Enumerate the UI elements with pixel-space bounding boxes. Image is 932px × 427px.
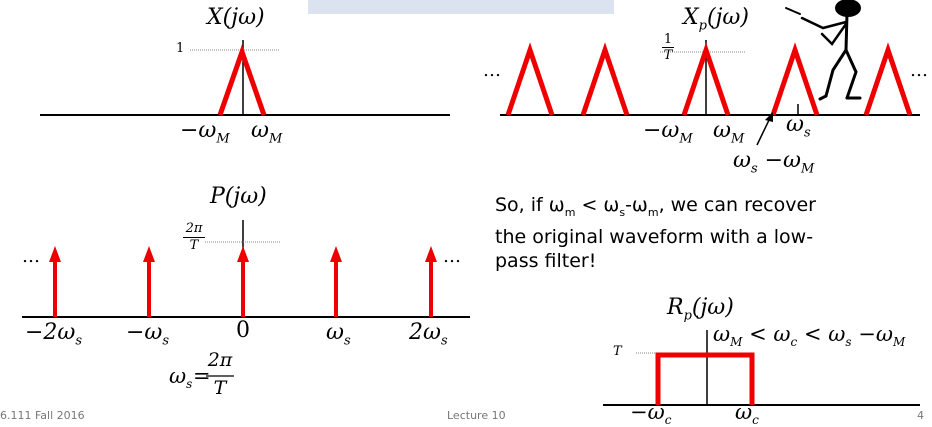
xp-triangle-1 <box>505 42 555 116</box>
rp-pos-wc-label: ωc <box>735 400 759 427</box>
rp-condition: ωM < ωc < ωs −ωM <box>713 322 906 350</box>
rp-title: Rp(jω) <box>667 295 734 324</box>
x-spectrum-plot <box>40 40 450 116</box>
p-tick-zero: 0 <box>236 318 250 343</box>
xp-triangle-5 <box>863 42 913 116</box>
title-band <box>308 0 614 14</box>
explanation-line-3: pass filter! <box>495 249 597 272</box>
xp-ws-label: ωs <box>786 112 811 141</box>
p-tick-2ws: 2ωs <box>409 320 448 349</box>
p-impulse-1-head <box>49 246 61 262</box>
xp-spectrum-plot <box>500 40 920 146</box>
formula-denominator: T <box>213 377 227 399</box>
p-ellipsis-left: … <box>22 246 40 267</box>
xp-pos-omega-label: ωM <box>713 118 745 147</box>
p-tick-ws: ωs <box>326 320 351 349</box>
rp-level-label: T <box>613 344 622 359</box>
xp-diff-arrow-head <box>765 112 773 122</box>
xp-diff-label: ωs −ωM <box>733 148 815 177</box>
xp-diff-arrow-shaft <box>756 117 771 146</box>
rp-neg-wc-label: −ωc <box>630 400 672 427</box>
p-tick-negws: −ωs <box>126 320 170 349</box>
x-triangle <box>217 44 267 116</box>
p-tick-neg2ws: −2ωs <box>25 320 83 349</box>
stick-figure-illustration <box>785 0 862 101</box>
explanation-line-2: the original waveform with a low- <box>495 225 814 248</box>
footer-course: 6.111 Fall 2016 <box>0 409 85 422</box>
formula-equals: = <box>193 364 211 388</box>
rp-filter-plot <box>603 330 920 406</box>
x-pos-omega-label: ωM <box>251 118 283 147</box>
xp-title: Xp(jω) <box>683 5 749 34</box>
xp-triangle-4 <box>770 42 820 116</box>
formula-lhs: ωs <box>169 364 193 392</box>
xp-triangle-2 <box>580 42 630 116</box>
xp-neg-omega-label: −ωM <box>643 118 693 147</box>
footer-page-number: 4 <box>917 409 924 422</box>
rp-rectangle <box>655 352 755 405</box>
xp-ellipsis-right: … <box>910 60 928 81</box>
p-peak-fraction: 2π T <box>183 221 205 254</box>
p-impulse-5-head <box>425 246 437 262</box>
p-ellipsis-right: … <box>443 246 461 267</box>
explanation-line-1: So, if ωm < ωs-ωm, we can recover <box>495 194 816 219</box>
footer-lecture: Lecture 10 <box>447 409 506 422</box>
p-impulse-4-head <box>330 246 342 262</box>
p-title: P(jω) <box>210 184 267 209</box>
p-impulse-plot <box>22 220 470 377</box>
xp-triangle-3 <box>681 42 731 116</box>
p-impulse-2-head <box>143 246 155 262</box>
explanation-text: So, if ωm < ωs-ωm, we can recover the or… <box>495 193 920 273</box>
x-peak-label: 1 <box>176 41 185 56</box>
xp-ellipsis-left: … <box>483 60 501 81</box>
x-neg-omega-label: −ωM <box>180 118 230 147</box>
p-impulse-3-head <box>237 246 249 262</box>
formula-numerator: 2π <box>207 349 233 371</box>
x-title: X(jω) <box>207 5 265 30</box>
xp-peak-fraction: 1 T <box>662 32 674 63</box>
